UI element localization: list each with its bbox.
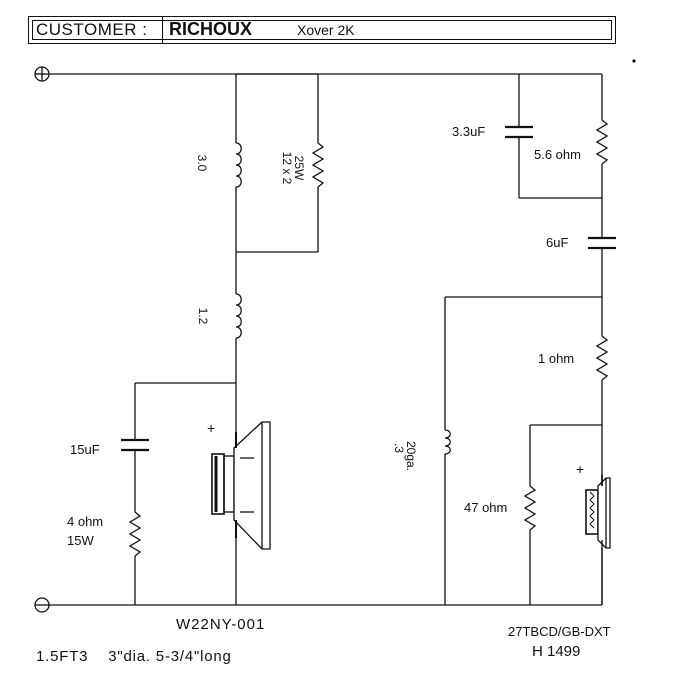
inductor-0-3-label-line2: 20ga. <box>404 441 418 471</box>
resistor-4-ohm <box>128 511 142 557</box>
capacitor-15uf-label: 15uF <box>70 442 100 457</box>
customer-label: CUSTOMER : <box>36 20 148 39</box>
positive-terminal <box>34 66 50 82</box>
resistor-12x2 <box>311 142 325 188</box>
resistor-4-ohm-watt: 15W <box>67 533 94 548</box>
inductor-0-3-label-line1: .3 <box>392 443 406 453</box>
resistor-4-ohm-label: 4 ohm <box>67 514 103 529</box>
resistor-12x2-label-line1: 12 x 2 <box>280 152 294 185</box>
resistor-12x2-label-line2: 25W <box>292 156 306 181</box>
project-name: Xover 2K <box>297 22 355 38</box>
inductor-0-3 <box>444 429 451 455</box>
capacitor-3-3uf-label: 3.3uF <box>452 124 485 139</box>
customer-name: RICHOUX <box>169 19 253 39</box>
resistor-5-6-ohm <box>595 119 609 165</box>
box-spec: 1.5FT3 3"dia. 5-3/4"long <box>36 648 232 665</box>
header-separator <box>162 17 163 43</box>
negative-terminal <box>34 597 50 613</box>
stray-dot <box>632 59 636 63</box>
woofer-driver-icon <box>211 421 271 550</box>
capacitor-6uf-label: 6uF <box>546 235 568 250</box>
resistor-47-ohm-label: 47 ohm <box>464 500 507 515</box>
resistor-47-ohm <box>523 485 537 531</box>
header-box: CUSTOMER : RICHOUX Xover 2K <box>28 16 616 44</box>
inductor-3-0 <box>235 142 242 188</box>
woofer-plus-mark: + <box>207 420 215 436</box>
resistor-5-6-ohm-label: 5.6 ohm <box>534 147 581 162</box>
drawing-code: H 1499 <box>532 643 580 660</box>
resistor-1-ohm <box>595 335 609 381</box>
woofer-model: W22NY-001 <box>176 616 265 633</box>
inductor-3-0-label: 3.0 <box>195 155 209 172</box>
resistor-1-ohm-label: 1 ohm <box>538 351 574 366</box>
inductor-1-2 <box>235 293 242 339</box>
tweeter-model: 27TBCD/GB-DXT <box>508 624 611 639</box>
inductor-1-2-label: 1.2 <box>196 308 210 325</box>
header-inner-border <box>32 20 612 40</box>
tweeter-plus-mark: + <box>576 461 584 477</box>
tweeter-driver-icon <box>585 475 611 605</box>
